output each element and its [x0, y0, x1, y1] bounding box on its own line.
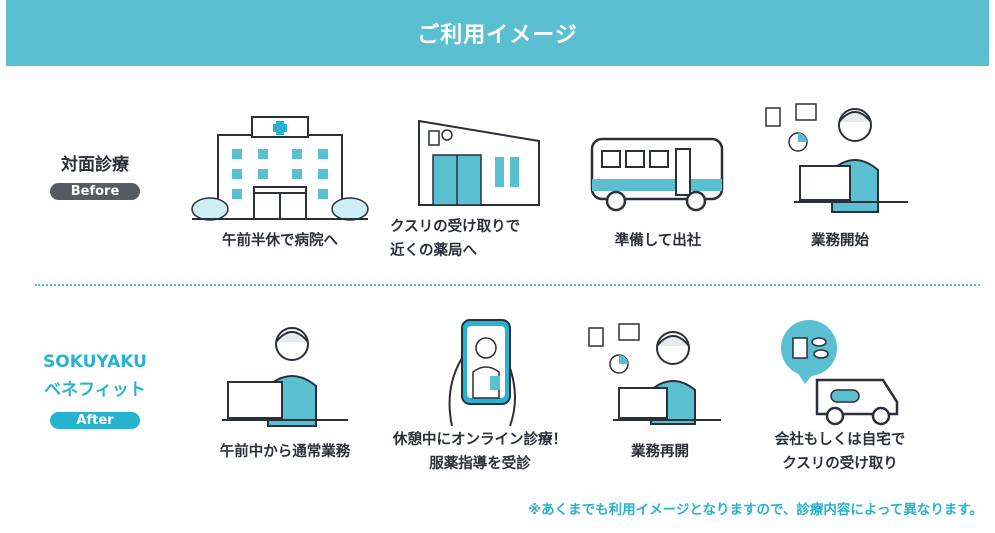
caption-work-start: 業務開始 — [811, 233, 869, 249]
caption-bus: 準備して出社 — [614, 233, 702, 249]
caption-pharmacy-line2: 近くの薬局へ — [390, 243, 477, 259]
office-work-illustration-after — [585, 318, 725, 428]
after-label: SOKUYAKU ベネフィット After — [30, 348, 160, 429]
caption-online-consult-line2: 服薬指導を受診 — [429, 456, 531, 472]
caption-delivery-line1: 会社もしくは自宅で — [774, 432, 906, 448]
before-label: 対面診療 Before — [45, 150, 145, 200]
smartphone-doctor-illustration — [440, 318, 530, 428]
office-work-icon — [765, 103, 908, 213]
after-badge: After — [50, 412, 140, 429]
remote-work-icon — [222, 327, 348, 427]
footnote: ※あくまでも利用イメージとなりますので、診療内容によって異なります。 — [528, 502, 983, 518]
remote-work-illustration — [220, 320, 350, 430]
caption-online-consult: 休憩中にオンライン診療！ 服薬指導を受診 — [380, 428, 580, 476]
delivery-illustration — [775, 318, 905, 428]
after-title-line1: SOKUYAKU — [43, 352, 147, 372]
caption-pharmacy: クスリの受け取りで 近くの薬局へ — [390, 215, 565, 263]
caption-online-consult-line1: 休憩中にオンライン診療！ — [393, 432, 567, 448]
after-title-line2: ベネフィット — [44, 380, 146, 400]
hospital-icon — [191, 116, 369, 221]
caption-pharmacy-line1: クスリの受け取りで — [390, 219, 521, 235]
hospital-illustration — [190, 115, 370, 225]
caption-remote-work: 午前中から通常業務 — [219, 444, 351, 460]
caption-hospital: 午前半休で病院へ — [222, 233, 338, 249]
bus-illustration — [588, 135, 728, 215]
pharmacy-illustration — [415, 115, 545, 210]
office-work-illustration-before — [760, 100, 910, 215]
delivery-truck-icon — [781, 320, 899, 426]
header-banner: ご利用イメージ — [6, 0, 989, 66]
before-title: 対面診療 — [61, 155, 129, 175]
pharmacy-icon — [418, 119, 540, 206]
bus-icon — [590, 137, 724, 212]
smartphone-doctor-icon — [448, 319, 516, 427]
caption-delivery: 会社もしくは自宅で クスリの受け取り — [760, 428, 920, 476]
section-divider — [35, 284, 980, 286]
caption-delivery-line2: クスリの受け取り — [782, 456, 898, 472]
office-work-icon — [588, 323, 721, 425]
page-title: ご利用イメージ — [417, 23, 578, 48]
before-badge: Before — [50, 183, 140, 200]
caption-work-resume: 業務再開 — [631, 444, 689, 460]
